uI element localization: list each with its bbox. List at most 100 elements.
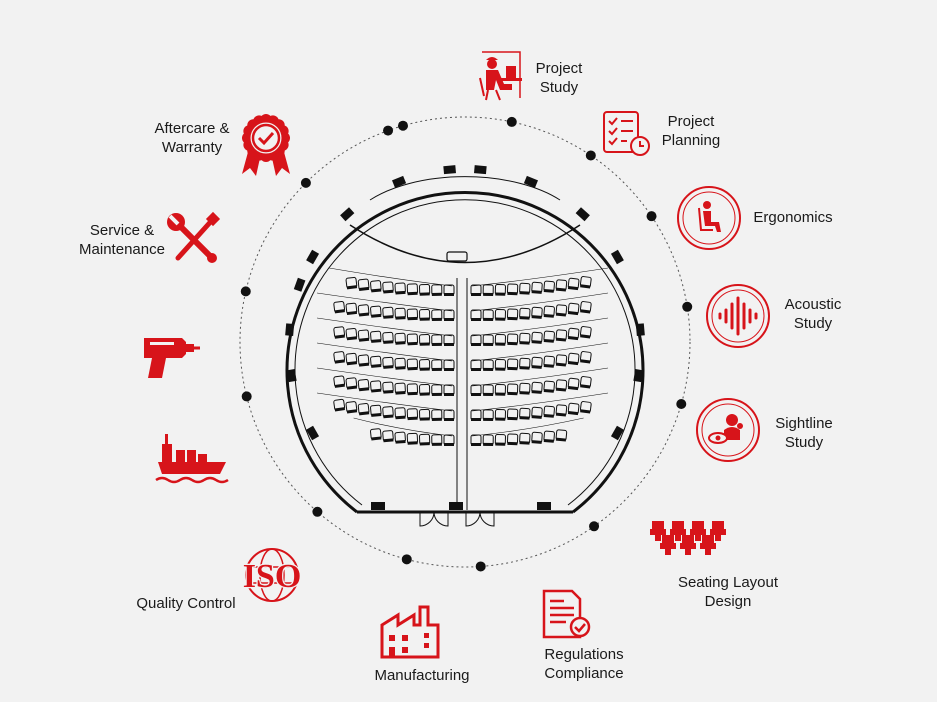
power-drill-icon [144, 338, 200, 378]
seat [579, 301, 592, 314]
seat [443, 434, 455, 446]
wall-speaker [340, 207, 355, 222]
seat [431, 409, 443, 421]
seat [357, 329, 370, 342]
seat [419, 408, 431, 421]
seat [494, 284, 506, 296]
auditorium-inner-wall [294, 199, 636, 506]
row-line [316, 367, 453, 387]
factory-icon [380, 605, 440, 659]
door-left-2 [433, 511, 449, 527]
door-right-2 [479, 511, 495, 527]
wall-speaker [306, 249, 320, 265]
seat [555, 404, 568, 417]
seat [345, 327, 358, 341]
seat [482, 284, 494, 296]
seat [567, 327, 580, 341]
wall-speaker [610, 425, 624, 441]
row-line [316, 317, 453, 337]
seat [370, 305, 382, 318]
seat [394, 431, 406, 444]
label-line: Study [539, 79, 579, 96]
worker-desk-icon [479, 51, 522, 101]
cargo-ship-icon [155, 434, 229, 484]
wrench-screwdriver-icon [167, 211, 221, 263]
seat [333, 398, 346, 412]
seat [531, 431, 543, 444]
seat [419, 359, 431, 371]
wall-speaker [633, 368, 644, 383]
seat [555, 354, 568, 367]
seat [579, 376, 592, 389]
seat [531, 406, 543, 419]
wall-speaker [286, 368, 297, 383]
seat [482, 434, 494, 446]
seat [470, 284, 482, 296]
seat [345, 401, 358, 414]
seat [370, 280, 382, 293]
row-line [329, 267, 453, 287]
label-quality-control: Quality Control [128, 594, 244, 613]
seat [382, 406, 394, 419]
seat [567, 377, 580, 391]
seat [519, 432, 531, 445]
seat [494, 309, 506, 321]
label-line: Seating Layout [677, 574, 779, 591]
iso-seal-icon: ISO [241, 548, 303, 602]
ring-dot [397, 120, 408, 131]
label-line: Compliance [544, 665, 624, 682]
seat [406, 408, 419, 421]
seat [506, 333, 519, 346]
seat [494, 434, 506, 446]
label-line: Warranty [161, 139, 223, 156]
ring-dot [506, 116, 517, 127]
seat [418, 433, 431, 446]
seat [482, 359, 494, 371]
seat [470, 384, 482, 396]
seat [567, 352, 580, 366]
row-line [471, 317, 609, 337]
label-line: Planning [661, 132, 721, 149]
seat [382, 381, 394, 394]
row-line [471, 417, 584, 437]
label-line: Manufacturing [374, 667, 470, 684]
seat [382, 356, 394, 369]
seat [382, 281, 394, 294]
seat [394, 282, 406, 295]
ring-dot [585, 150, 596, 161]
seat [470, 409, 482, 421]
label-service-maintenance: Service &Maintenance [72, 221, 172, 259]
row-line [471, 392, 609, 412]
seat [394, 332, 406, 345]
seat [555, 279, 568, 292]
seat [470, 434, 482, 446]
row-line [471, 292, 609, 312]
seat [543, 430, 555, 443]
seat [419, 334, 431, 346]
seat [370, 355, 382, 368]
lectern [446, 251, 468, 262]
wall-speaker [293, 277, 306, 292]
label-line: Project [535, 60, 583, 77]
seat [419, 309, 431, 321]
ring-dot [383, 125, 394, 136]
seat [482, 309, 494, 321]
seat [506, 383, 519, 396]
seat [519, 282, 531, 295]
label-line: Aftercare & [154, 120, 230, 137]
seat [579, 276, 592, 289]
seat [519, 382, 531, 395]
seat [431, 359, 443, 371]
seat [443, 334, 455, 346]
door-right [465, 511, 481, 527]
seat [531, 331, 543, 344]
ring-dot [682, 301, 693, 312]
ring-dot [241, 391, 252, 402]
wall-speaker [392, 175, 407, 188]
seat [357, 378, 370, 392]
label-line: Maintenance [79, 241, 165, 258]
service-icons: ISO [144, 51, 770, 659]
